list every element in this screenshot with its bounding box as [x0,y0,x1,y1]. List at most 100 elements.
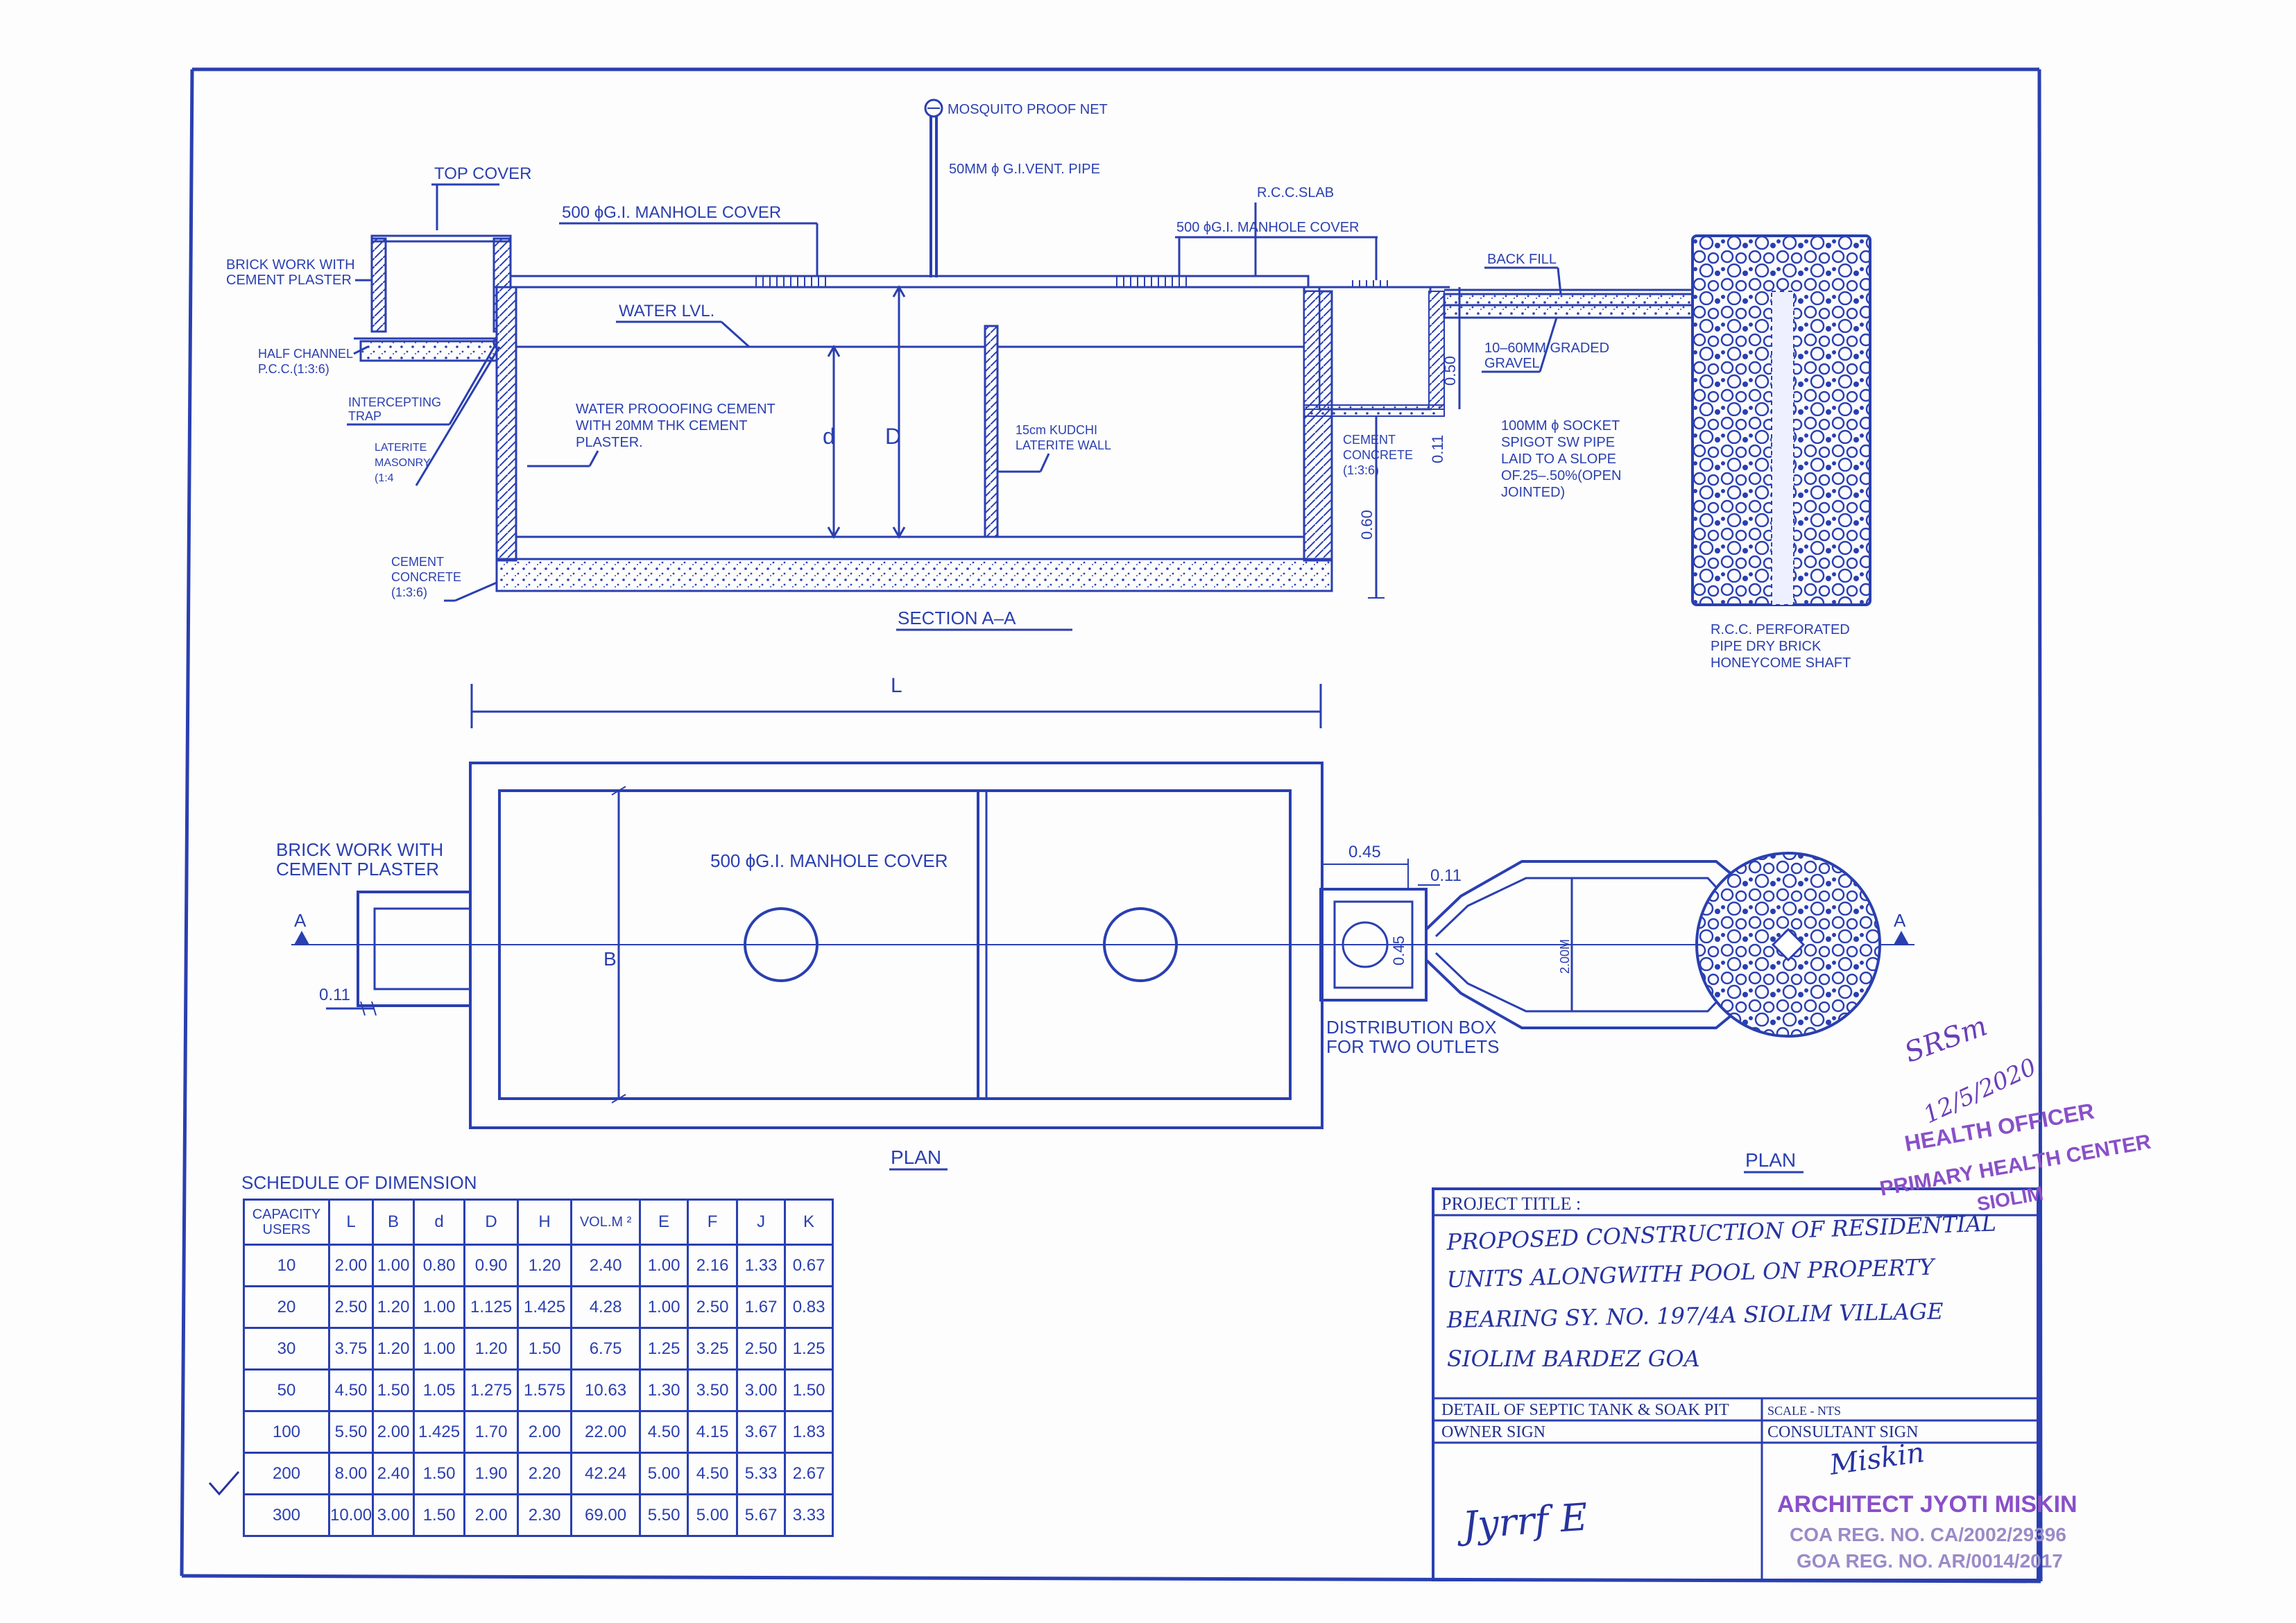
label-top-cover: TOP COVER [434,164,531,183]
cell: 1.70 [463,1410,520,1454]
plan-title-left: PLAN [891,1147,941,1168]
cell: 2.00 [327,1244,375,1287]
cell: 42.24 [570,1452,642,1495]
header-capacity: CAPACITY USERS [243,1199,330,1246]
cell: 1.33 [736,1244,787,1287]
cell: 2.50 [687,1285,739,1329]
cell: 1.67 [736,1285,787,1329]
cell: 2.40 [372,1452,415,1495]
manhole-cover-section-2 [1116,276,1187,287]
chamber-wall-left [370,237,387,333]
cell: 1.20 [463,1327,520,1371]
header-k: K [784,1199,834,1246]
cell: 22.00 [570,1410,642,1454]
perforated-pipe [1771,291,1794,606]
cell: 1.425 [413,1410,466,1454]
cell: 1.50 [517,1327,573,1371]
manhole-cover-section-1 [755,276,826,287]
cell: 4.50 [687,1452,739,1495]
label-sw-pipe-2: SPIGOT SW PIPE [1501,435,1615,450]
header-j: J [736,1199,787,1246]
plan-view [291,684,1914,1129]
header-e: E [639,1199,689,1246]
cell: 5.67 [736,1493,787,1537]
cell: 69.00 [570,1493,642,1537]
owner-signature: Jyrrf E [1455,1495,1589,1548]
cell: 4.50 [327,1368,375,1412]
label-dim-050: 0.50 [1441,356,1459,386]
owner-sign-label: OWNER SIGN [1441,1423,1545,1441]
cell: 3.50 [687,1368,739,1412]
cell: 1.50 [784,1368,834,1412]
cell: 1.20 [372,1285,415,1329]
plan-dim-045-top: 0.45 [1348,843,1381,861]
cell: 1.20 [517,1244,573,1287]
plan-title-right: PLAN [1745,1149,1796,1171]
cell: 10.63 [570,1368,642,1412]
label-rcc-slab: R.C.C.SLAB [1257,185,1334,200]
label-soak-pit-2: PIPE DRY BRICK [1711,639,1822,654]
label-mosquito-net: MOSQUITO PROOF NET [948,102,1108,117]
cell: 2.50 [736,1327,787,1371]
cell: 1.25 [784,1327,834,1371]
cell: 1.20 [372,1327,415,1371]
cell: 3.00 [372,1493,415,1537]
plan-manhole-cover: 500 ϕG.I. MANHOLE COVER [710,850,948,871]
project-title-line-4: SIOLIM BARDEZ GOA [1447,1346,1700,1372]
cell: 4.50 [639,1410,689,1454]
plan-marker-right: A [1894,910,1906,931]
label-sw-pipe-1: 100MM ϕ SOCKET [1501,418,1620,433]
label-manhole-cover-2: 500 ϕG.I. MANHOLE COVER [1176,220,1360,235]
label-sw-pipe-5: JOINTED) [1501,485,1565,500]
label-soak-pit-1: R.C.C. PERFORATED [1711,622,1850,637]
header-h: H [517,1199,573,1246]
cell: 1.05 [413,1368,466,1412]
label-laterite-masonry-2: MASONRY [375,457,431,469]
cell: 5.33 [736,1452,787,1495]
cell: 1.50 [413,1452,466,1495]
cell: 1.50 [413,1493,466,1537]
base-concrete [495,558,1333,592]
label-kudchi-wall-1: 15cm KUDCHI [1016,423,1097,437]
architect-stamp: ARCHITECT JYOTI MISKIN COA REG. NO. CA/2… [1777,1491,2077,1572]
plan-marker-left: A [294,910,307,931]
cell: 3.00 [736,1368,787,1412]
cell: 10 [243,1244,330,1287]
cell: 2.50 [327,1285,375,1329]
label-back-fill: BACK FILL [1487,252,1557,267]
cell: 1.30 [639,1368,689,1412]
label-soak-pit-3: HONEYCOME SHAFT [1711,655,1851,671]
pcc-bed [359,340,505,362]
cell: 100 [243,1410,330,1454]
label-manhole-cover-1: 500 ϕG.I. MANHOLE COVER [562,203,781,222]
consultant-sign-label: CONSULTANT SIGN [1767,1423,1918,1441]
cell: 2.16 [687,1244,739,1287]
cell: 1.00 [413,1285,466,1329]
schedule-table: CAPACITY USERS L B d D H VOL.M ² E F J K… [243,1199,834,1537]
checkmark-icon [208,1471,240,1496]
distribution-box-plan [1319,888,1428,1002]
section-marker-left [294,931,309,945]
rcc-slab [509,275,1310,289]
label-cement-concrete-left-2: CONCRETE [391,570,461,584]
section-a-a [354,98,1871,606]
chamber-top-cover [370,234,512,243]
label-cement-concrete-right-1: CEMENT [1343,433,1396,447]
plan-dim-011-left: 0.11 [319,986,350,1004]
cell: 1.25 [639,1327,689,1371]
label-cement-concrete-left-3: (1:3:6) [391,585,427,599]
header-b: B [372,1199,415,1246]
project-title-line-3: BEARING SY. NO. 197/4A SIOLIM VILLAGE [1446,1298,1943,1334]
cell: 0.80 [413,1244,466,1287]
header-volume: VOL.M ² [570,1199,642,1246]
cell: 200 [243,1452,330,1495]
plan-brick-work-1: BRICK WORK WITH [276,839,443,860]
coa-reg: COA REG. NO. CA/2002/29396 [1790,1524,2066,1545]
project-title-label: PROJECT TITLE : [1441,1194,1581,1214]
label-cement-concrete-left-1: CEMENT [391,555,444,569]
plan-dim-200: 2.00M [1558,939,1572,974]
